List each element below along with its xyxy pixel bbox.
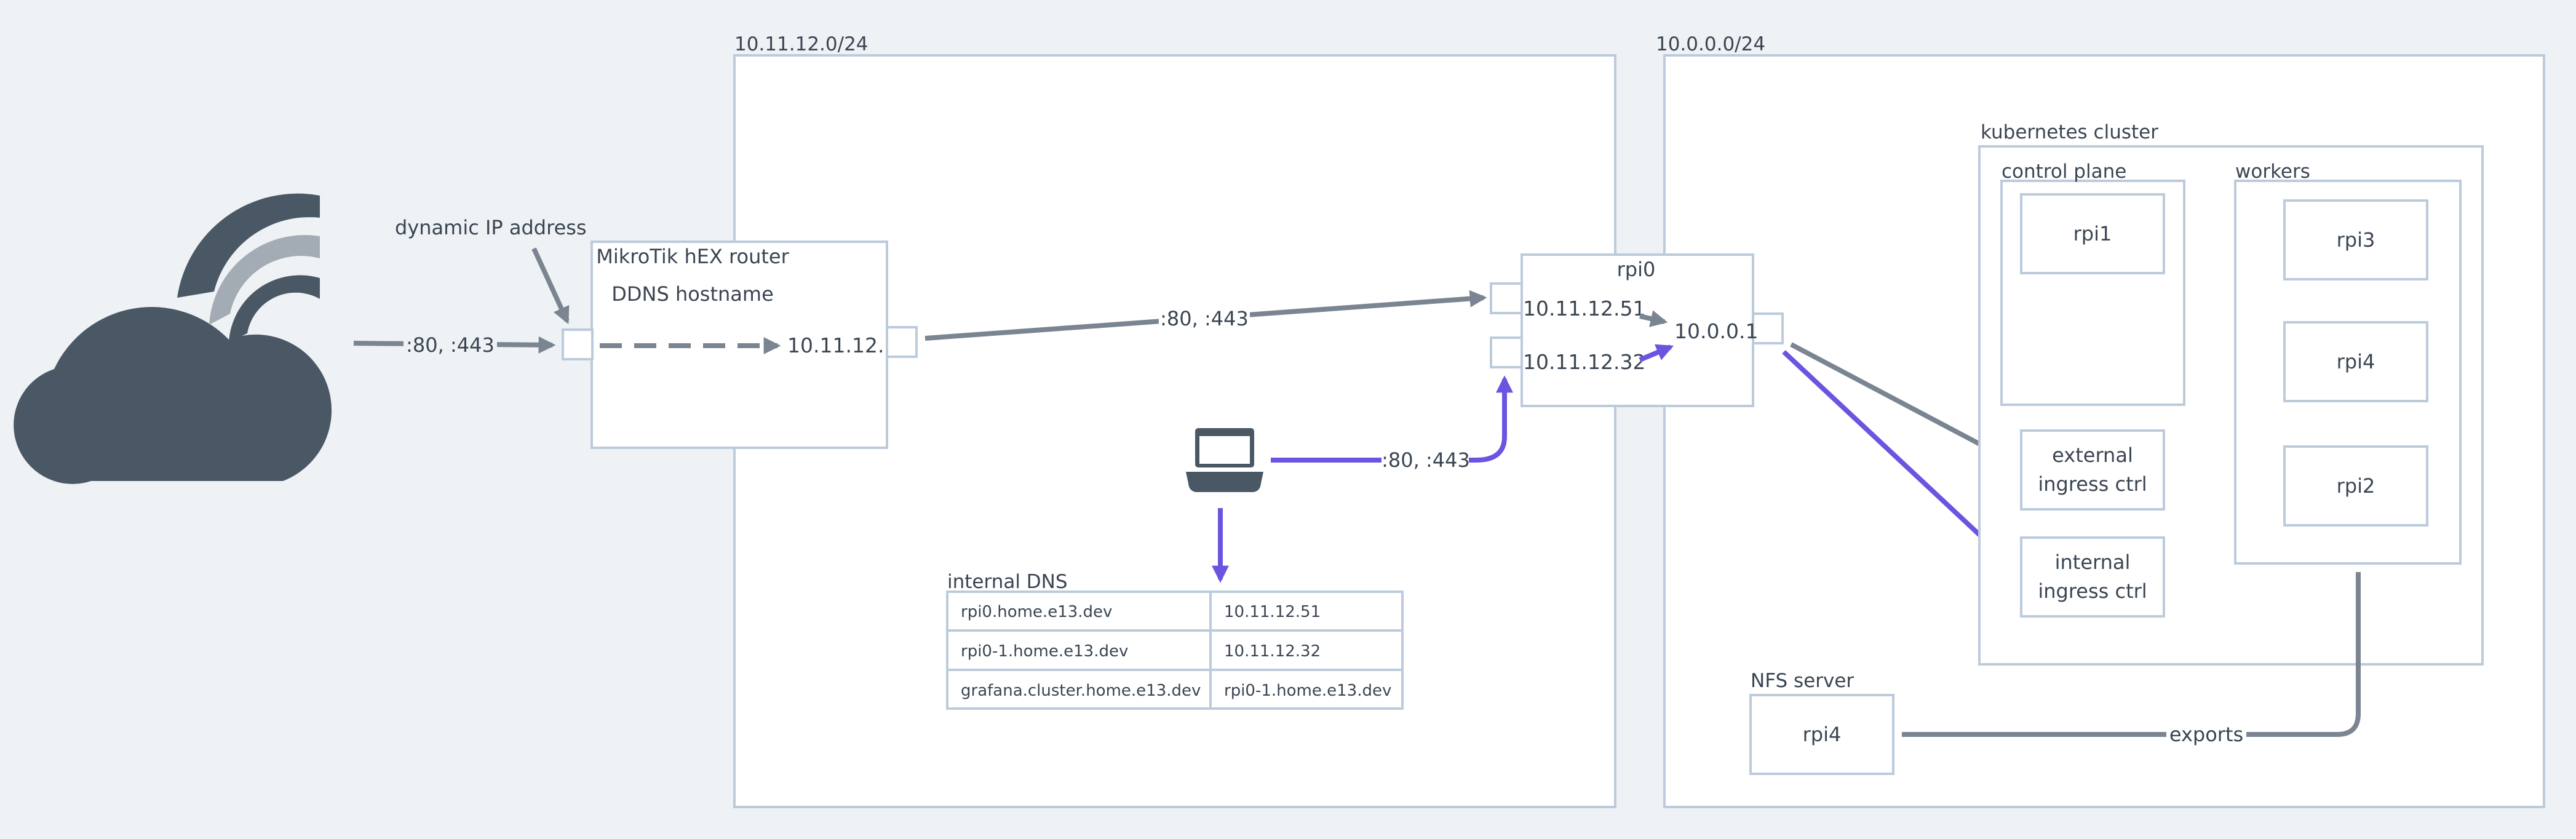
exports-label-bg — [2166, 720, 2246, 749]
dns-row-name: rpi0.home.e13.dev — [961, 603, 1112, 621]
dns-row-value: 10.11.12.32 — [1224, 642, 1321, 661]
cloud-icon — [14, 193, 332, 484]
nfs-node-rpi4 — [1749, 694, 1894, 775]
nfs-exports-link — [1902, 572, 2361, 737]
internal-ingress-label: ingress ctrl — [2038, 579, 2147, 603]
cluster-zone-label: 10.0.0.0/24 — [1656, 33, 1765, 55]
laptop-icon — [1186, 428, 1263, 492]
rpi0-port-b — [1490, 336, 1523, 368]
internal-ingress-box — [2020, 536, 2165, 618]
nfs-node-label: rpi4 — [1803, 723, 1842, 746]
dynamic-ip-label: dynamic IP address — [395, 216, 587, 239]
node-rpi4-label: rpi4 — [2337, 350, 2375, 373]
rpi0-box — [1521, 253, 1754, 407]
laptop-ports-label: :80, :443 — [1381, 448, 1470, 472]
node-rpi2-label: rpi2 — [2337, 474, 2375, 498]
rpi0-route-a — [1639, 310, 1668, 327]
external-ingress-label: external — [2052, 443, 2133, 467]
external-ingress-box — [2020, 429, 2165, 511]
dynamic-ip-arrow — [531, 247, 570, 325]
rpi0-ip-b: 10.11.12.32 — [1523, 350, 1645, 374]
router-subtitle: DDNS hostname — [611, 282, 774, 306]
router-ip: 10.11.12.1 — [787, 333, 897, 357]
rpi0-port-internal — [1752, 312, 1784, 344]
internal-ingress-label: internal — [2055, 551, 2131, 574]
router-title: MikroTik hEX router — [596, 245, 789, 268]
rpi0-internal-ingress-link — [1782, 350, 2013, 566]
node-rpi1-label: rpi1 — [2073, 222, 2112, 245]
internet-ports-label-bg — [403, 328, 497, 359]
router-wan-port — [562, 328, 594, 360]
control-plane-title: control plane — [2002, 161, 2126, 183]
dns-row-value: 10.11.12.51 — [1224, 603, 1321, 621]
kubernetes-cluster-title: kubernetes cluster — [1981, 121, 2158, 143]
node-rpi3 — [2283, 199, 2428, 280]
node-rpi3-label: rpi3 — [2337, 228, 2375, 252]
dns-row-name: rpi0-1.home.e13.dev — [961, 642, 1128, 661]
laptop-rpi0-link — [1271, 375, 1513, 463]
internet-ports-label: :80, :443 — [406, 333, 495, 357]
rpi0-ip-internal: 10.0.0.1 — [1674, 319, 1758, 343]
dns-row-name: grafana.cluster.home.e13.dev — [961, 682, 1201, 700]
workers-title: workers — [2235, 161, 2310, 183]
dns-title: internal DNS — [947, 571, 1068, 593]
node-rpi4 — [2283, 321, 2428, 402]
laptop-ports-bg — [1381, 445, 1469, 475]
dns-table: rpi0.home.e13.dev 10.11.12.51 rpi0-1.hom… — [946, 590, 1404, 710]
rpi0-route-b — [1639, 344, 1674, 362]
dns-row-value: rpi0-1.home.e13.dev — [1224, 682, 1391, 700]
router-rpi0-ports-bg — [1159, 304, 1250, 333]
rpi0-ip-a: 10.11.12.51 — [1523, 296, 1645, 320]
node-rpi1 — [2020, 193, 2165, 274]
lan-zone-label: 10.11.12.0/24 — [734, 33, 869, 55]
node-rpi2 — [2283, 445, 2428, 527]
external-ingress-label: ingress ctrl — [2038, 472, 2147, 496]
router-rpi0-ports-label: :80, :443 — [1160, 307, 1249, 330]
router-lan-port — [886, 326, 918, 358]
rpi0-title: rpi0 — [1617, 258, 1656, 281]
nfs-title: NFS server — [1751, 670, 1854, 692]
rpi0-external-ingress-link — [1790, 342, 2013, 463]
rpi0-port-a — [1490, 282, 1523, 314]
exports-label: exports — [2169, 723, 2243, 746]
